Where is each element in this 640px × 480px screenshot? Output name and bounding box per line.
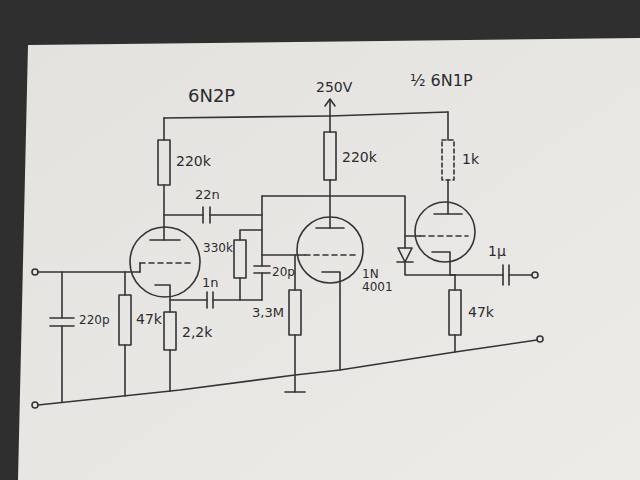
part-number: 1N 4001: [362, 268, 398, 294]
supply-arrow: [325, 99, 335, 106]
resistor-symbol: [158, 140, 170, 185]
component-value: 1n: [202, 276, 219, 290]
resistor-symbol: [234, 240, 246, 278]
tube-symbol: [415, 202, 475, 262]
component-value: 220k: [342, 150, 377, 165]
tube-type-label: ½ 6N1P: [410, 72, 473, 90]
supply-rail: [164, 112, 448, 118]
ground-terminal: [32, 402, 38, 408]
component-value: 22n: [195, 188, 220, 202]
resistor-symbol: [289, 290, 301, 335]
resistor-symbol: [164, 312, 176, 350]
component-value: 220k: [176, 154, 211, 169]
component-value: 1k: [462, 152, 479, 167]
resistor-symbol: [324, 132, 336, 180]
tube-symbol: [130, 227, 200, 297]
component-value: 47k: [468, 305, 494, 320]
resistor-symbol: [449, 290, 461, 335]
supply-arrow: [329, 100, 331, 116]
diode-symbol: [398, 248, 412, 262]
resistor-symbol: [442, 140, 454, 180]
tube-type-label: 6N2P: [188, 86, 235, 106]
paper-sheet: [18, 38, 640, 480]
component-value: 330k: [203, 242, 233, 255]
voltage-label: 250V: [316, 80, 352, 95]
resistor-symbol: [119, 295, 131, 345]
ground-rail: [38, 340, 537, 405]
tube-symbol: [297, 217, 363, 283]
component-value: 20p: [272, 266, 295, 279]
component-value: 2,2k: [182, 325, 212, 340]
component-value: 220p: [79, 314, 110, 327]
output-terminal: [532, 272, 538, 278]
component-value: 3,3M: [252, 306, 284, 320]
input-terminal: [32, 269, 38, 275]
component-value: 47k: [136, 312, 162, 327]
ground-terminal: [537, 336, 543, 342]
component-value: 1μ: [488, 244, 506, 259]
